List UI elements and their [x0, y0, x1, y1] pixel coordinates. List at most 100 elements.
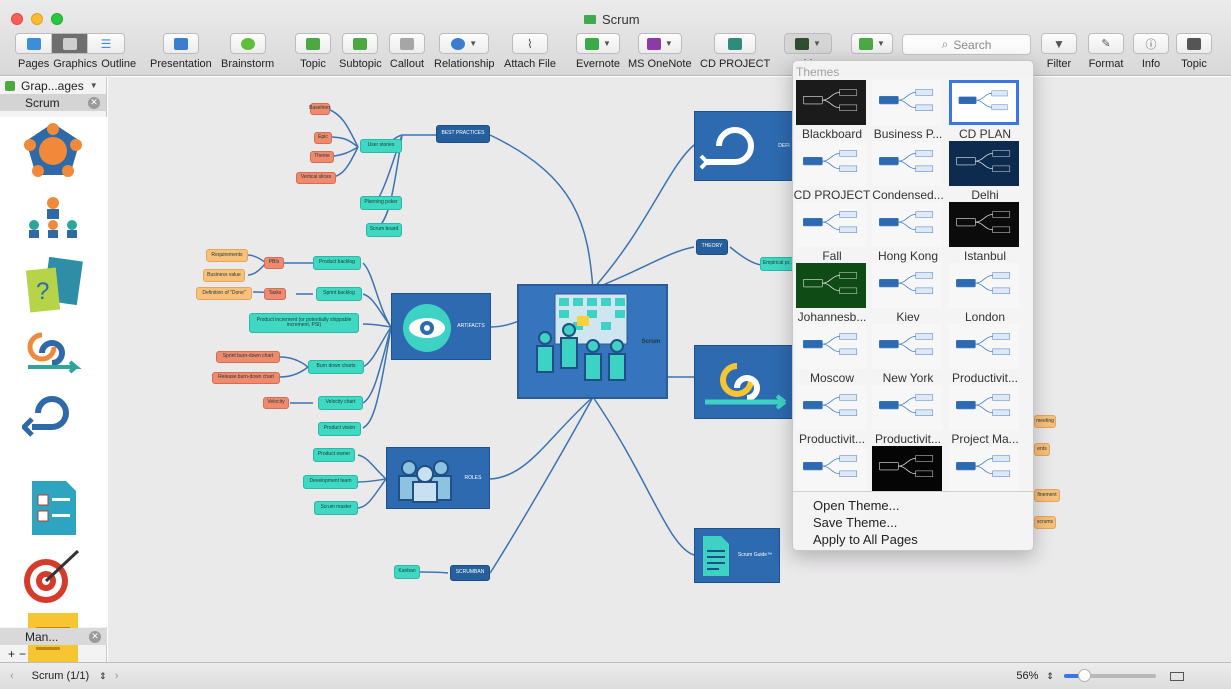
topic-development-team[interactable]: Development team: [303, 475, 358, 489]
topic-scrum-guide[interactable]: Scrum Guide™: [694, 528, 780, 583]
close-section-icon[interactable]: ✕: [88, 96, 100, 109]
attach-file-button[interactable]: ⌇ Attach File: [504, 33, 556, 73]
graphics-view-button[interactable]: [52, 34, 88, 53]
topic-product-backlog[interactable]: Product backlog: [313, 256, 361, 270]
theme-option[interactable]: [946, 443, 1021, 504]
theme-option[interactable]: Productivit...: [946, 321, 1021, 385]
target-icon[interactable]: [22, 547, 84, 605]
sidebar-section-manage[interactable]: Man... ✕: [0, 628, 107, 645]
presentation-button[interactable]: Presentation: [150, 33, 212, 73]
theme-option[interactable]: CD PROJECT: [793, 138, 870, 202]
checklist-icon[interactable]: [22, 479, 84, 537]
team-hierarchy-icon[interactable]: [22, 191, 84, 249]
theme-option[interactable]: London: [946, 260, 1021, 324]
topic-release-burndown[interactable]: Release burn-down chart: [212, 372, 280, 384]
theme-option[interactable]: Moscow: [793, 321, 868, 385]
theme-option[interactable]: CD PLAN: [946, 77, 1021, 141]
theme-option[interactable]: Project Ma...: [946, 382, 1021, 446]
subtopic-button[interactable]: Subtopic: [339, 33, 382, 73]
topic-scrumban[interactable]: SCRUMBAN: [450, 565, 490, 581]
loop-arrow-icon[interactable]: [22, 389, 84, 447]
topic-roles[interactable]: ROLES: [386, 447, 490, 509]
topic-sprint-backlog[interactable]: Sprint backlog: [316, 287, 362, 301]
theme-option[interactable]: New York: [869, 321, 944, 385]
topic-definition-done[interactable]: Definition of "Done": [196, 287, 252, 300]
theme-option[interactable]: [869, 443, 944, 504]
topic-pbis[interactable]: PBIs: [264, 257, 284, 269]
close-section-icon[interactable]: ✕: [89, 630, 101, 643]
theme-option[interactable]: [793, 443, 868, 504]
outline-view-button[interactable]: ☰: [88, 34, 124, 53]
chevron-right-icon[interactable]: ›: [114, 670, 119, 682]
info-button[interactable]: ⓘ Info: [1133, 33, 1169, 73]
theme-option[interactable]: Productivit...: [793, 382, 868, 446]
topic-requirements[interactable]: Requirements: [206, 249, 248, 262]
topic-product-increment[interactable]: Product increment (or potentially shippa…: [249, 313, 359, 333]
topic-ents[interactable]: ents: [1034, 443, 1050, 456]
topic-theme[interactable]: Theme: [310, 151, 334, 163]
chevron-left-icon[interactable]: ‹: [10, 670, 14, 682]
theme-option[interactable]: Blackboard: [793, 77, 868, 141]
pages-view-button[interactable]: [16, 34, 52, 53]
mindmap-canvas[interactable]: BEST PRACTICES User stories Baselines Ep…: [108, 77, 1231, 662]
theme-option[interactable]: Fall: [793, 199, 868, 263]
topic-scrums[interactable]: scrums: [1034, 516, 1056, 529]
question-cards-icon[interactable]: ?: [22, 257, 84, 315]
page-stepper[interactable]: ⇕: [99, 670, 107, 681]
topic-vertical-slices[interactable]: Vertical slices: [296, 172, 336, 184]
callout-button[interactable]: Callout: [389, 33, 425, 73]
evernote-button[interactable]: ▼ Evernote: [576, 33, 620, 73]
topic-product-owner[interactable]: Product owner: [313, 448, 355, 462]
zoom-slider-knob[interactable]: [1077, 669, 1091, 682]
sprint-cycle-icon[interactable]: [22, 323, 84, 381]
add-button[interactable]: +: [8, 647, 16, 661]
topic-user-stories[interactable]: User stories: [360, 139, 402, 153]
topic-epic[interactable]: Epic: [314, 132, 332, 144]
layout-button[interactable]: ▼: [851, 33, 893, 73]
onenote-button[interactable]: ▼ MS OneNote: [628, 33, 692, 73]
topic-panel-button[interactable]: Topic: [1176, 33, 1212, 73]
sidebar-header[interactable]: Grap...ages ▼: [0, 77, 106, 94]
format-button[interactable]: ✎ Format: [1088, 33, 1124, 73]
theme-option[interactable]: Johannesb...: [793, 260, 868, 324]
topic-best-practices[interactable]: BEST PRACTICES: [436, 125, 490, 143]
topic-refinement[interactable]: finement: [1034, 489, 1060, 502]
open-theme-menu-item[interactable]: Open Theme...: [813, 498, 900, 513]
topic-events[interactable]: [694, 345, 794, 419]
topic-scrum-board[interactable]: Scrum board: [366, 223, 402, 237]
theme-option[interactable]: Hong Kong: [869, 199, 944, 263]
theme-option[interactable]: Kiev: [869, 260, 944, 324]
zoom-window-button[interactable]: [51, 13, 63, 25]
filter-button[interactable]: ▼ Filter: [1041, 33, 1077, 73]
brainstorm-button[interactable]: Brainstorm: [221, 33, 274, 73]
apply-all-pages-menu-item[interactable]: Apply to All Pages: [813, 532, 918, 547]
topic-sprint-burndown[interactable]: Sprint burn-down chart: [216, 351, 280, 363]
chevron-down-icon[interactable]: ▼: [89, 81, 98, 90]
remove-button[interactable]: −: [19, 647, 27, 661]
topic-planning-poker[interactable]: Planning poker: [360, 196, 402, 210]
search-input[interactable]: ⌕ Search: [902, 34, 1031, 55]
cd-project-button[interactable]: CD PROJECT: [700, 33, 770, 73]
fit-window-icon[interactable]: [1169, 671, 1184, 681]
theme-option[interactable]: Condensed...: [869, 138, 944, 202]
topic-baselines[interactable]: Baselines: [309, 103, 331, 115]
theme-option[interactable]: Business P...: [869, 77, 944, 141]
save-theme-menu-item[interactable]: Save Theme...: [813, 515, 898, 530]
zoom-slider[interactable]: [1063, 669, 1156, 682]
topic-button[interactable]: Topic: [295, 33, 331, 73]
topic-velocity[interactable]: Velocity: [263, 397, 289, 409]
topic-kanban[interactable]: Kanban: [394, 565, 420, 579]
team-circle-icon[interactable]: [22, 121, 84, 179]
theme-option[interactable]: Delhi: [946, 138, 1021, 202]
topic-business-value[interactable]: Business value: [203, 269, 245, 282]
topic-tasks[interactable]: Tasks: [264, 288, 286, 300]
topic-artifacts[interactable]: ARTIFACTS: [391, 293, 491, 360]
view-segmented-control[interactable]: ☰: [15, 33, 125, 54]
topic-meeting[interactable]: meeting: [1034, 415, 1056, 428]
topic-product-vision[interactable]: Product vision: [318, 422, 361, 436]
topic-definitions[interactable]: DEFI: [694, 111, 794, 181]
topic-velocity-chart[interactable]: Velocity chart: [318, 396, 363, 410]
topic-scrum-master[interactable]: Scrum master: [314, 501, 358, 515]
topic-scrum-center[interactable]: Scrum: [517, 284, 668, 399]
topic-theory[interactable]: THEORY: [696, 239, 728, 255]
